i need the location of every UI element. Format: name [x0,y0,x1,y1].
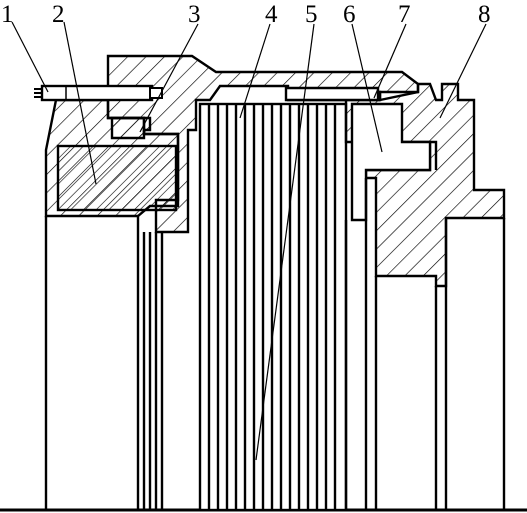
housing-right-walls [344,178,506,510]
label-3: 3 [188,1,201,28]
label-8: 8 [478,1,491,28]
label-7: 7 [398,1,411,28]
plate-pack [198,102,348,512]
bolt [34,84,163,102]
housing-left-wall [44,216,140,510]
label-2: 2 [52,1,65,28]
label-6: 6 [343,1,356,28]
label-5: 5 [305,1,318,28]
inner-tubes [142,232,164,510]
label-1: 1 [1,1,14,28]
ring-7 [284,86,380,102]
pocket-6 [350,102,432,222]
leader-lines [11,21,487,461]
insert-3 [110,116,152,140]
label-4: 4 [265,1,278,28]
